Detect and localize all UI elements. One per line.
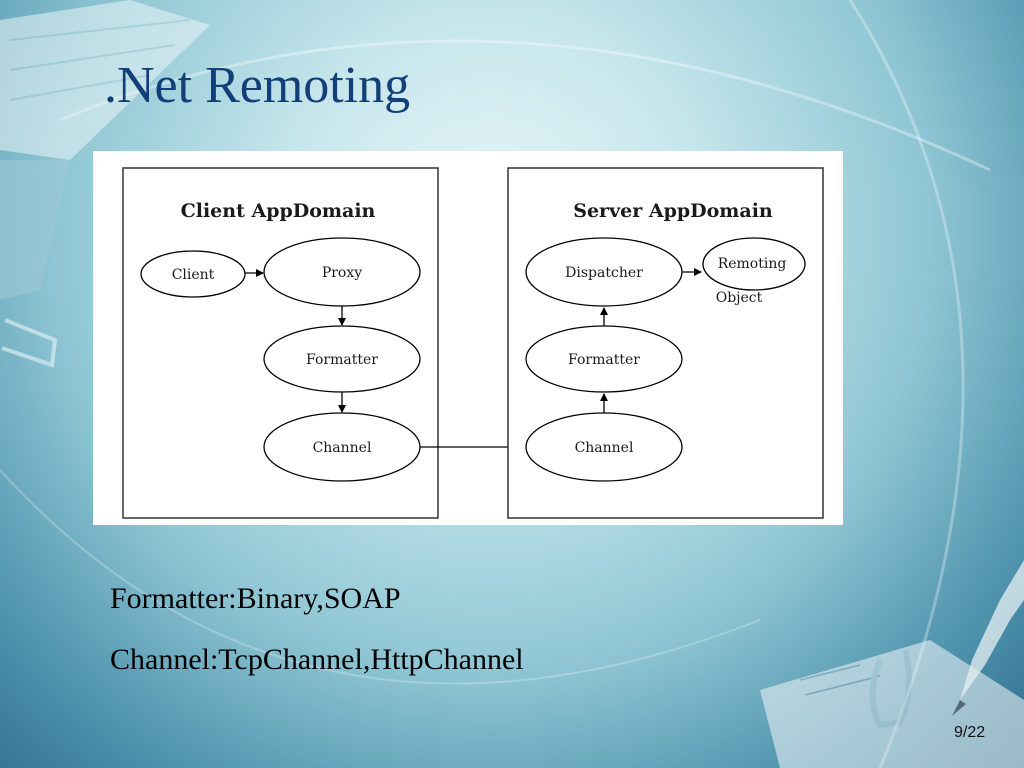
paper-clip-illustration <box>1 318 58 368</box>
client-node-label: Client <box>172 267 215 283</box>
server-appdomain-title: Server AppDomain <box>573 200 773 222</box>
server-dispatcher-label: Dispatcher <box>565 265 643 281</box>
server-formatter-label: Formatter <box>568 352 640 368</box>
page-number: 9/22 <box>954 724 986 741</box>
slide-title: .Net Remoting <box>104 57 411 114</box>
channel-bullet: Channel:TcpChannel,HttpChannel <box>110 643 524 676</box>
client-formatter-label: Formatter <box>306 352 378 368</box>
background-swirl <box>0 469 761 685</box>
server-channel-label: Channel <box>575 440 634 456</box>
client-channel-label: Channel <box>313 440 372 456</box>
remoting-diagram-canvas: Client AppDomain Client Proxy Formatter … <box>122 167 824 519</box>
remoting-diagram: Client AppDomain Client Proxy Formatter … <box>93 151 843 525</box>
remoting-object-sublabel: Object <box>716 290 763 306</box>
client-node <box>140 250 246 298</box>
background-swirl <box>59 39 991 172</box>
fountain-pen-illustration <box>952 560 1024 716</box>
remoting-object-label: Remoting <box>718 256 787 272</box>
client-proxy-label: Proxy <box>322 265 362 281</box>
formatter-bullet: Formatter:Binary,SOAP <box>110 582 401 615</box>
remoting-object-node <box>702 237 806 291</box>
book-illustration <box>0 0 210 300</box>
client-appdomain-title: Client AppDomain <box>181 200 376 222</box>
paper-illustration <box>760 640 1024 768</box>
